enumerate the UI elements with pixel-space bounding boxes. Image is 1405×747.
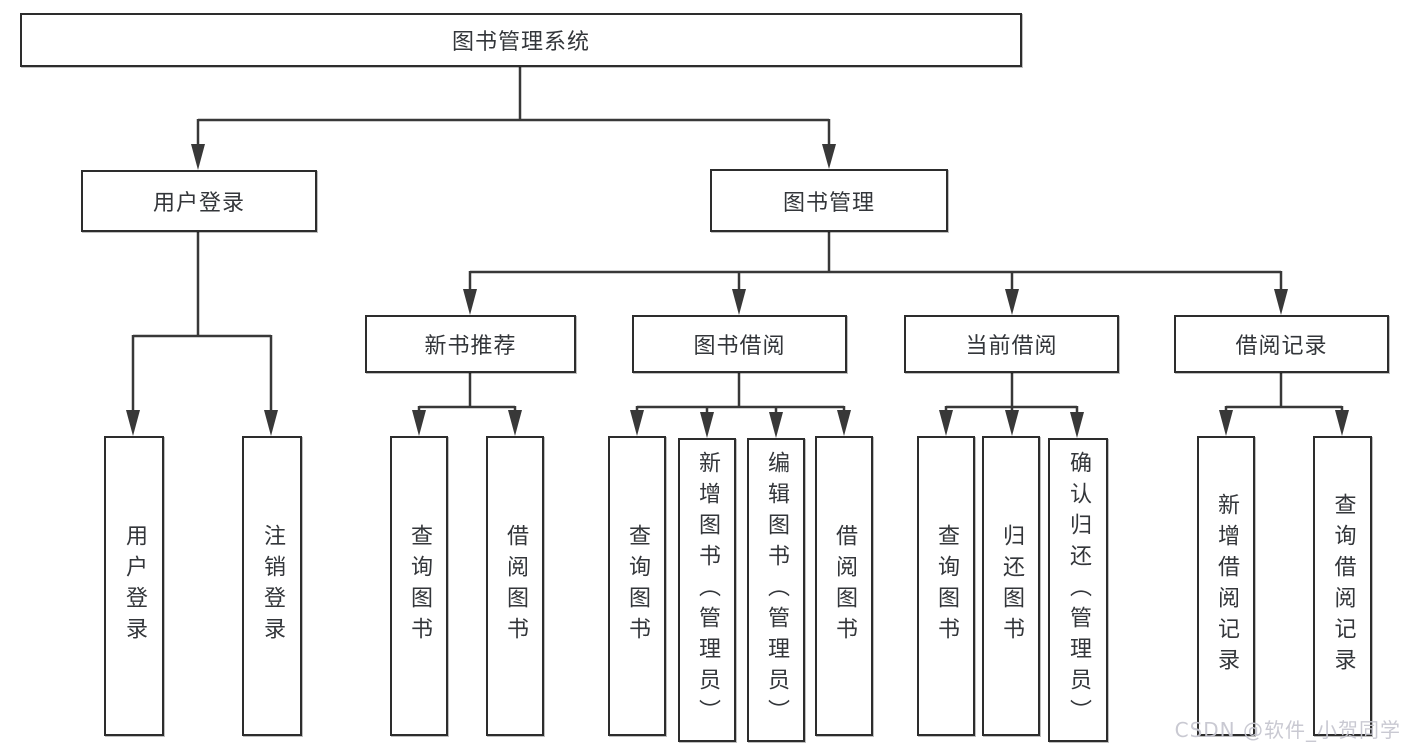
node-leaf-logout: 注销登录 <box>242 436 302 736</box>
node-leaf-query-books-current-label: 查询图书 <box>934 524 959 648</box>
node-leaf-borrow-books-label: 借阅图书 <box>832 524 857 648</box>
node-user-login-label: 用户登录 <box>152 191 245 216</box>
node-borrow-record-label: 借阅记录 <box>1235 334 1328 359</box>
node-leaf-query-books-borrow: 查询图书 <box>608 436 666 736</box>
node-new-book-recommend: 新书推荐 <box>365 315 576 373</box>
node-leaf-query-books-recommend: 查询图书 <box>390 436 448 736</box>
node-leaf-borrow-books: 借阅图书 <box>815 436 873 736</box>
node-user-login: 用户登录 <box>81 170 317 232</box>
node-leaf-query-borrow-record: 查询借阅记录 <box>1313 436 1372 736</box>
node-leaf-logout-label: 注销登录 <box>260 524 285 648</box>
node-current-borrow-label: 当前借阅 <box>965 334 1058 359</box>
node-leaf-query-books-current: 查询图书 <box>917 436 975 736</box>
node-leaf-add-borrow-record: 新增借阅记录 <box>1197 436 1255 736</box>
node-new-book-recommend-label: 新书推荐 <box>424 334 517 359</box>
node-leaf-query-books-borrow-label: 查询图书 <box>625 524 650 648</box>
node-leaf-query-borrow-record-label: 查询借阅记录 <box>1330 493 1356 679</box>
node-leaf-add-borrow-record-label: 新增借阅记录 <box>1214 493 1239 679</box>
node-leaf-user-login-label: 用户登录 <box>122 524 147 648</box>
node-book-borrow: 图书借阅 <box>632 315 847 373</box>
node-leaf-add-book-admin: 新增图书（管理员） <box>678 438 736 742</box>
node-leaf-confirm-return-admin: 确认归还（管理员） <box>1048 438 1108 742</box>
node-current-borrow: 当前借阅 <box>904 315 1119 373</box>
node-root: 图书管理系统 <box>20 13 1022 67</box>
csdn-watermark: CSDN @软件_小贺同学 <box>1174 718 1401 742</box>
node-book-management-label: 图书管理 <box>782 190 875 216</box>
node-leaf-confirm-return-admin-label: 确认归还（管理员） <box>1066 450 1091 730</box>
node-leaf-add-book-admin-label: 新增图书（管理员） <box>695 450 720 730</box>
node-book-management: 图书管理 <box>710 169 948 232</box>
node-leaf-query-books-recommend-label: 查询图书 <box>407 524 432 648</box>
node-leaf-edit-book-admin-label: 编辑图书（管理员） <box>764 450 789 730</box>
node-leaf-return-book: 归还图书 <box>982 436 1040 736</box>
node-leaf-borrow-books-recommend: 借阅图书 <box>486 436 544 736</box>
node-leaf-borrow-books-recommend-label: 借阅图书 <box>503 524 528 648</box>
node-root-label: 图书管理系统 <box>451 30 590 55</box>
node-leaf-user-login: 用户登录 <box>104 436 164 736</box>
node-leaf-edit-book-admin: 编辑图书（管理员） <box>747 438 805 742</box>
node-leaf-return-book-label: 归还图书 <box>999 524 1024 648</box>
node-book-borrow-label: 图书借阅 <box>693 334 786 359</box>
node-borrow-record: 借阅记录 <box>1174 315 1389 373</box>
